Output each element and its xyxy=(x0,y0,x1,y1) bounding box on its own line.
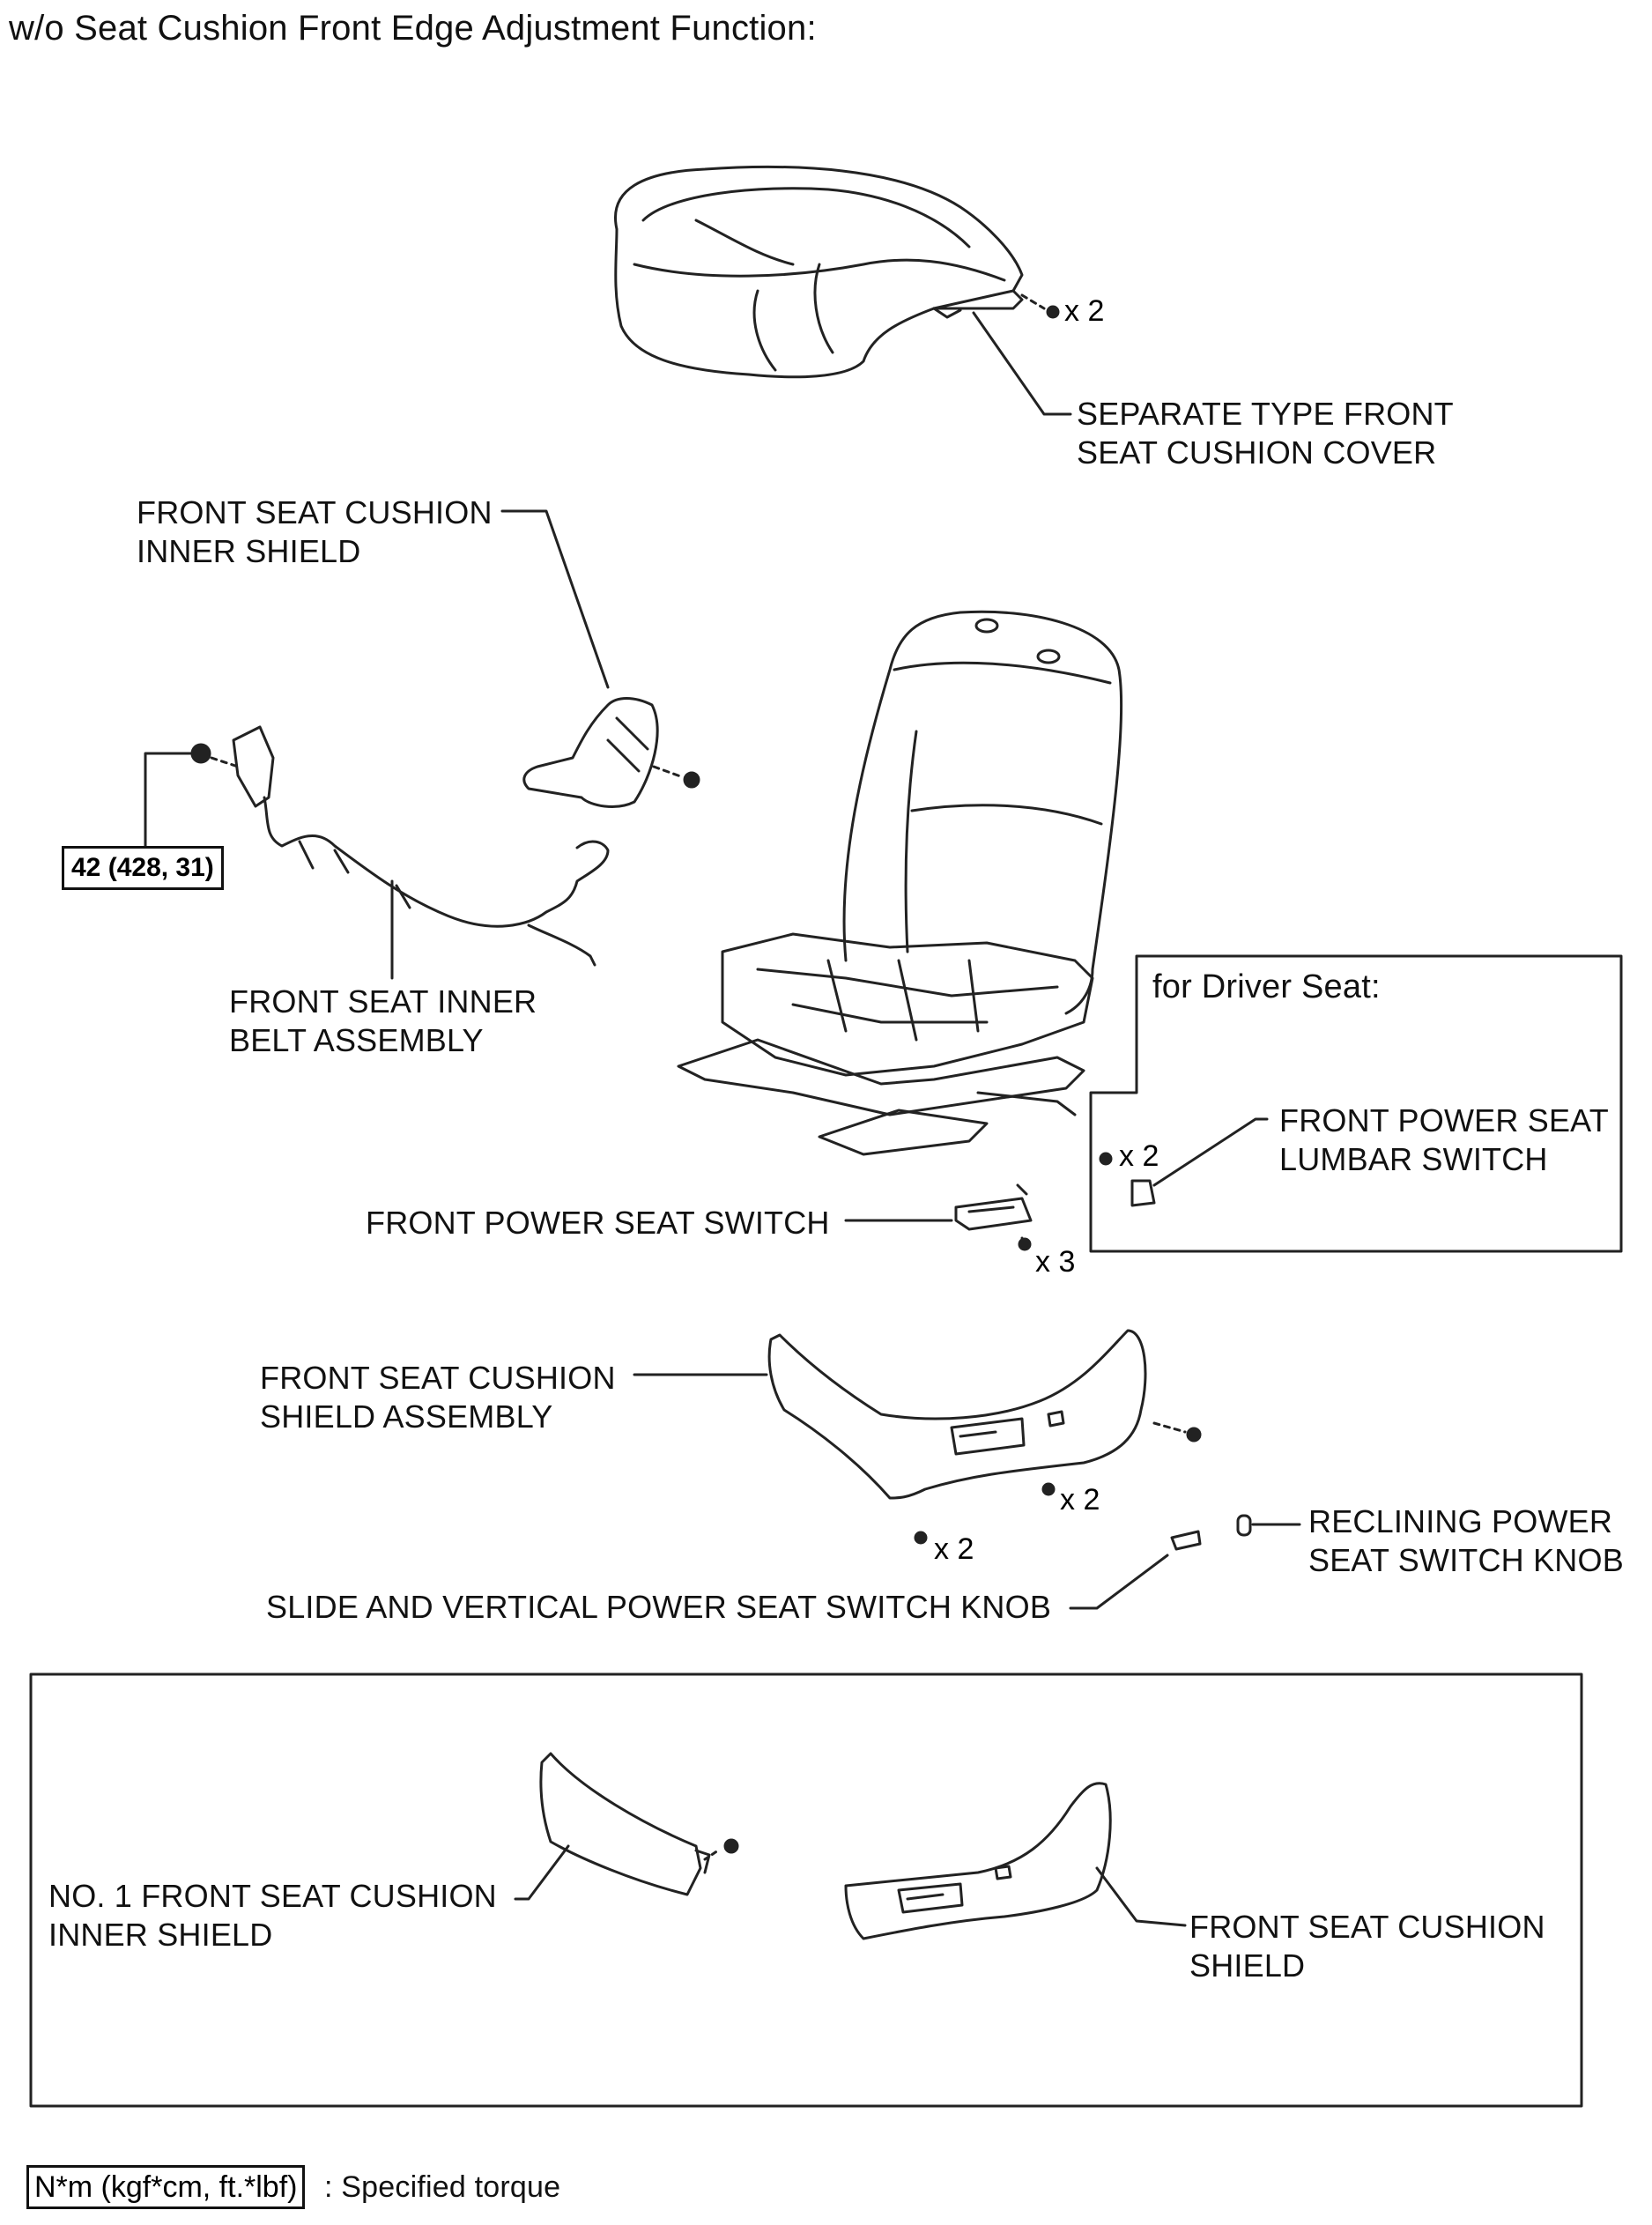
label-cushion-shield: FRONT SEAT CUSHION SHIELD xyxy=(1189,1908,1545,1985)
alternate-parts-box xyxy=(29,1672,1583,2108)
seat-cushion-cover-drawing xyxy=(614,165,1072,416)
label-cushion-shield-line1: FRONT SEAT CUSHION xyxy=(1189,1909,1545,1945)
qty-shield-screws-b: x 2 xyxy=(934,1532,974,1566)
label-inner-shield-line2: INNER SHIELD xyxy=(137,533,361,569)
label-inner-shield-line1: FRONT SEAT CUSHION xyxy=(137,494,493,530)
power-seat-switch-drawing xyxy=(844,1183,1033,1251)
label-inner-belt-line1: FRONT SEAT INNER xyxy=(229,983,537,1020)
knobs-drawing xyxy=(1069,1514,1301,1610)
label-cushion-shield-line2: SHIELD xyxy=(1189,1947,1306,1984)
seat-belt-drawing xyxy=(144,725,610,980)
label-no1-inner-shield-line2: INNER SHIELD xyxy=(48,1917,273,1953)
label-cushion-cover: SEPARATE TYPE FRONT SEAT CUSHION COVER xyxy=(1077,395,1454,472)
label-shield-assembly-line1: FRONT SEAT CUSHION xyxy=(260,1360,616,1396)
label-slide-knob: SLIDE AND VERTICAL POWER SEAT SWITCH KNO… xyxy=(266,1589,1052,1625)
label-no1-inner-shield: NO. 1 FRONT SEAT CUSHION INNER SHIELD xyxy=(48,1877,497,1954)
shield-assembly-drawing xyxy=(633,1329,1202,1545)
label-inner-belt: FRONT SEAT INNER BELT ASSEMBLY xyxy=(229,983,537,1060)
qty-switch-screws: x 3 xyxy=(1035,1245,1076,1279)
inner-shield-drawing xyxy=(500,509,700,808)
label-reclining-knob: RECLINING POWER SEAT SWITCH KNOB xyxy=(1308,1502,1624,1580)
label-inner-shield: FRONT SEAT CUSHION INNER SHIELD xyxy=(137,493,493,571)
page-title: w/o Seat Cushion Front Edge Adjustment F… xyxy=(9,9,817,48)
label-lumbar-switch: FRONT POWER SEAT LUMBAR SWITCH xyxy=(1279,1101,1609,1179)
qty-cover-clips: x 2 xyxy=(1064,294,1105,328)
torque-spec-box: 42 (428, 31) xyxy=(62,846,224,890)
legend-text: : Specified torque xyxy=(324,2170,561,2204)
label-driver-seat: for Driver Seat: xyxy=(1152,968,1381,1005)
qty-shield-screws-a: x 2 xyxy=(1060,1483,1100,1517)
label-no1-inner-shield-line1: NO. 1 FRONT SEAT CUSHION xyxy=(48,1878,497,1914)
seat-assembly-drawing xyxy=(677,610,1123,1156)
legend-key: N*m (kgf*cm, ft.*lbf) xyxy=(26,2165,306,2209)
driver-seat-box xyxy=(1089,954,1623,1253)
label-shield-assembly: FRONT SEAT CUSHION SHIELD ASSEMBLY xyxy=(260,1359,616,1436)
label-reclining-knob-line1: RECLINING POWER xyxy=(1308,1503,1613,1539)
label-power-seat-switch: FRONT POWER SEAT SWITCH xyxy=(366,1205,830,1241)
label-lumbar-switch-line1: FRONT POWER SEAT xyxy=(1279,1102,1609,1138)
label-lumbar-switch-line2: LUMBAR SWITCH xyxy=(1279,1141,1548,1177)
label-inner-belt-line2: BELT ASSEMBLY xyxy=(229,1022,484,1058)
label-cushion-cover-line1: SEPARATE TYPE FRONT xyxy=(1077,396,1454,432)
qty-lumbar-screws: x 2 xyxy=(1119,1139,1159,1173)
label-cushion-cover-line2: SEAT CUSHION COVER xyxy=(1077,434,1437,471)
label-shield-assembly-line2: SHIELD ASSEMBLY xyxy=(260,1398,553,1435)
label-reclining-knob-line2: SEAT SWITCH KNOB xyxy=(1308,1542,1624,1578)
